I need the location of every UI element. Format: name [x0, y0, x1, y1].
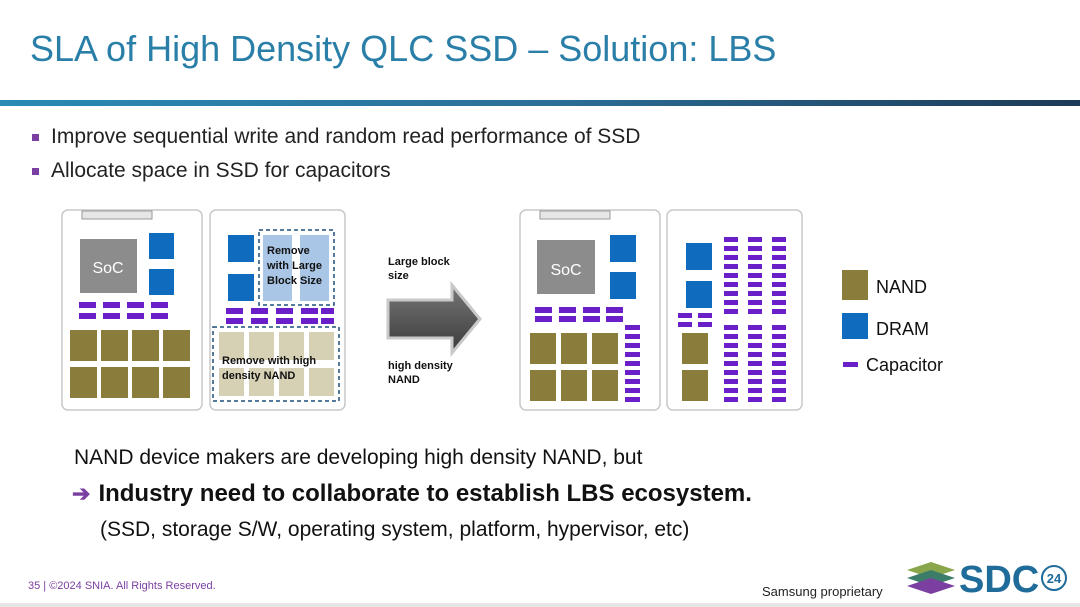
legend-dram-label: DRAM	[876, 319, 929, 339]
sdc-logo: SDC 24	[907, 559, 1067, 601]
nand-callout: Remove with high density NAND	[222, 355, 319, 382]
ssd-board-lbs-back	[666, 209, 803, 411]
key-message-text: Industry need to collaborate to establis…	[98, 480, 752, 507]
nand-chips	[70, 330, 190, 398]
legend: NAND DRAM Capacitor	[842, 270, 943, 375]
bullet-item: Allocate space in SSD for capacitors	[32, 154, 640, 188]
arrow-label-top: Large block size	[388, 256, 453, 282]
examples-text: (SSD, storage S/W, operating system, pla…	[100, 518, 690, 541]
faded-nand-chips	[219, 332, 334, 396]
logo-badge-text: 24	[1047, 571, 1062, 586]
capacitor-row	[535, 307, 623, 322]
dram-chip	[610, 272, 636, 299]
logo-layer-icon	[907, 578, 955, 594]
bullet-list: Improve sequential write and random read…	[32, 120, 640, 188]
key-message: ➔ Industry need to collaborate to establ…	[72, 480, 752, 508]
logo-badge	[1041, 565, 1067, 591]
capacitor-grid	[678, 237, 786, 402]
bullet-text: Allocate space in SSD for capacitors	[51, 159, 391, 182]
block-size-callout-box	[258, 229, 335, 306]
dram-chip	[149, 233, 174, 259]
soc-chip	[537, 240, 595, 294]
proprietary-notice: Samsung proprietary	[762, 584, 883, 599]
legend-dram-swatch	[842, 313, 868, 339]
bullet-square-icon	[32, 167, 39, 175]
footer-divider	[0, 603, 1080, 607]
soc-label: SoC	[550, 262, 581, 279]
dram-chip	[686, 281, 712, 308]
capacitor-row	[79, 302, 168, 319]
right-arrow-icon	[386, 280, 482, 358]
dram-chip	[228, 274, 254, 301]
legend-nand-swatch	[842, 270, 868, 300]
title-divider	[0, 100, 1080, 106]
nand-callout-box	[212, 326, 340, 402]
dram-chip	[610, 235, 636, 262]
legend-capacitor-label: Capacitor	[866, 355, 943, 375]
ssd-board-original: SoC	[61, 209, 203, 411]
dram-chip	[686, 243, 712, 270]
bullet-square-icon	[32, 133, 39, 141]
capacitor-row	[226, 308, 334, 324]
nand-chips	[530, 333, 618, 401]
arrow-label-bottom: high density NAND	[388, 360, 456, 386]
ssd-layout-diagram: SoC Remove with Large Block Size	[61, 209, 943, 411]
body-note: NAND device makers are developing high d…	[74, 446, 643, 469]
legend-nand-label: NAND	[876, 277, 927, 297]
ssd-board-removal: Remove with Large Block Size Remove with…	[209, 209, 346, 411]
page-title: SLA of High Density QLC SSD – Solution: …	[30, 28, 777, 69]
right-arrow-icon: ➔	[72, 481, 91, 506]
transition-arrow: Large block size high density NAND	[386, 256, 482, 386]
dram-chip	[149, 269, 174, 295]
footer-copyright: 35 | ©2024 SNIA. All Rights Reserved.	[28, 580, 216, 592]
logo-text: SDC	[959, 559, 1039, 601]
soc-chip	[80, 239, 137, 293]
soc-label: SoC	[92, 260, 123, 277]
legend-capacitor-swatch	[843, 362, 858, 367]
dram-chip	[228, 235, 254, 262]
bullet-item: Improve sequential write and random read…	[32, 120, 640, 154]
ssd-board-lbs-front: SoC	[519, 209, 661, 411]
capacitor-column	[625, 325, 640, 402]
bullet-text: Improve sequential write and random read…	[51, 125, 641, 148]
block-size-callout: Remove with Large Block Size	[266, 245, 325, 287]
nand-chips	[682, 333, 708, 401]
